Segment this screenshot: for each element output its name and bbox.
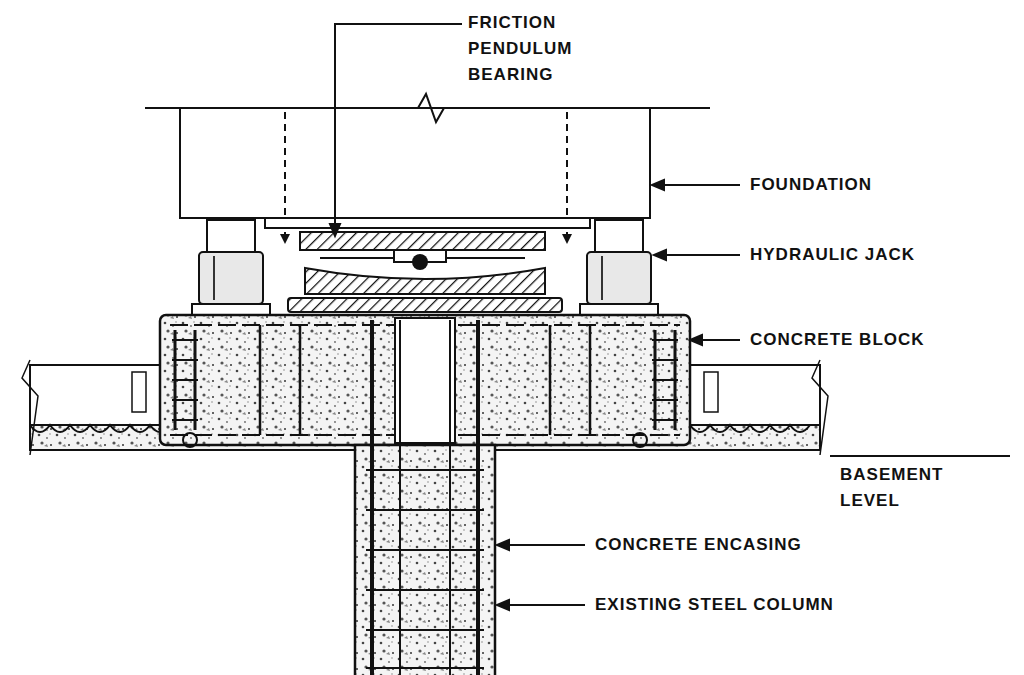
break-line [145,94,710,122]
leader-line [662,254,740,256]
rebar-hook [183,433,197,447]
concave-plate [305,268,545,294]
leader-line [505,544,585,546]
jack-base [192,304,270,315]
callout-label: EXISTING STEEL COLUMN [595,592,834,618]
dowel-end [280,234,290,244]
concrete-block [160,315,690,447]
arrowhead [654,250,666,260]
callout-label: BASEMENT LEVEL [840,462,950,514]
arrowhead [497,540,509,550]
concrete-block [160,315,690,445]
arrowhead [690,335,702,345]
rebar-hook [633,433,647,447]
steel-column-web [400,320,450,675]
leader-lines [330,24,1010,610]
foundation-block [180,108,650,218]
concrete-encasing [355,445,495,675]
jack-base [580,304,658,315]
top-plate [265,218,590,228]
jack-cylinder [587,252,651,304]
level-line [830,455,1010,457]
leader-line [505,604,585,606]
housing-plate [300,232,545,250]
base-plate [288,298,562,312]
dowel-end [562,234,572,244]
break-line [22,360,38,455]
callout-label: CONCRETE BLOCK [750,327,925,353]
liner [446,257,525,259]
edge-angle [704,372,718,412]
arrowhead [652,180,664,190]
arrowhead [330,224,340,236]
steel-column-flange [372,320,478,675]
hydraulic-jacks [192,220,658,315]
leader-line [335,24,462,226]
arrowhead [497,600,509,610]
slab [30,365,160,425]
callout-label: CONCRETE ENCASING [595,532,802,558]
jack-cylinder [199,252,263,304]
friction-pendulum-bearing [288,232,562,312]
callout-label: FRICTION PENDULUM BEARING [468,10,588,88]
articulated-slider [412,254,428,270]
edge-angle [132,372,146,412]
jack-ram [595,220,643,252]
liner [320,257,394,259]
column-stub [395,318,455,443]
callout-label: HYDRAULIC JACK [750,242,915,268]
slab [690,365,820,425]
jack-ram [207,220,255,252]
callout-label: FOUNDATION [750,172,872,198]
encased-column [355,320,495,675]
break-line [812,360,828,455]
tie [366,470,484,668]
leader-line [698,339,740,341]
jack-shade [213,256,215,300]
jack-shade [601,256,603,300]
leader-line [660,184,740,186]
